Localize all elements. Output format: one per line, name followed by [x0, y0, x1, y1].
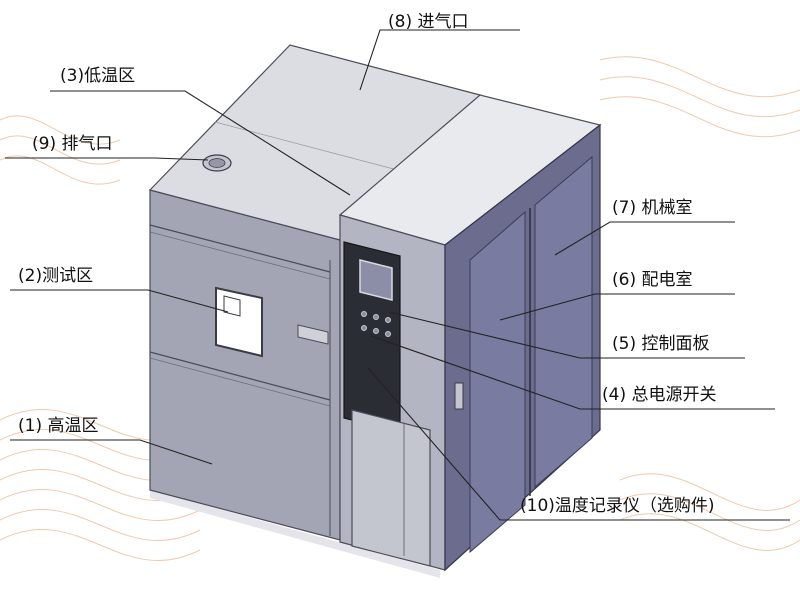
label-power-room: (6) 配电室	[612, 270, 693, 290]
test-window	[215, 286, 263, 358]
label-machine-room: (7) 机械室	[612, 198, 693, 218]
name-plate	[297, 324, 329, 345]
label-low-temp-zone: (3)低温区	[60, 66, 136, 86]
left-front-face	[149, 189, 341, 541]
label-air-outlet: (9) 排气口	[32, 134, 113, 154]
recorder-door	[351, 409, 431, 567]
leader-lines	[5, 29, 790, 521]
control-buttons	[360, 310, 391, 337]
label-air-inlet: (8) 进气口	[388, 12, 469, 32]
display-screen	[359, 259, 393, 301]
label-high-temp-zone: (1) 高温区	[18, 416, 99, 436]
side-handle	[454, 382, 464, 410]
background-decor	[0, 56, 800, 561]
base-shadow	[150, 490, 440, 578]
label-power-switch: (4) 总电源开关	[602, 385, 717, 405]
label-test-zone: (2)测试区	[18, 266, 94, 286]
label-temperature-recorder: (10)温度记录仪（选购件)	[520, 496, 715, 516]
label-control-panel: (5) 控制面板	[612, 334, 710, 354]
